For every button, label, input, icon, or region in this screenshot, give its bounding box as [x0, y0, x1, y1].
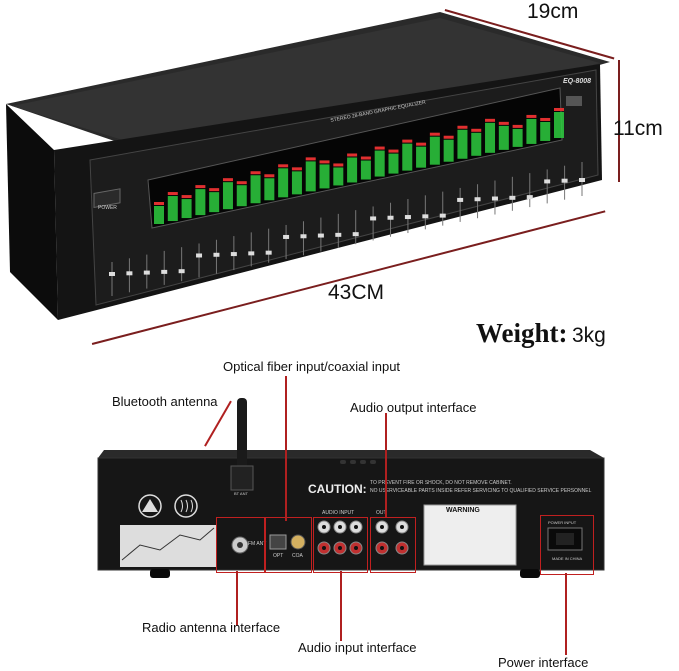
caution-text-2: NO USERVICEABLE PARTS INSIDE REFER SERVI… [370, 488, 592, 494]
coa-label: COA [292, 553, 303, 559]
power-input-label: POWER INPUT [548, 520, 577, 525]
height-dimension: 11cm [613, 117, 663, 140]
callout-bluetooth: Bluetooth antenna [112, 394, 218, 409]
equalizer-rear-illustration [97, 398, 605, 578]
front-power-label: POWER [98, 205, 117, 211]
caution-title: CAUTION: [308, 482, 367, 496]
depth-dimension: 19cm [527, 0, 579, 23]
weight-info: Weight: 3kg [476, 318, 606, 349]
caution-text-1: TO PREVENT FIRE OR SHOCK, DO NOT REMOVE … [370, 480, 512, 486]
made-in-label: MADE IN CHINA [552, 556, 583, 561]
callout-audio-input: Audio input interface [298, 640, 417, 655]
callout-audio-output: Audio output interface [350, 400, 477, 415]
rear-view: CAUTION: TO PREVENT FIRE OR SHOCK, DO NO… [0, 350, 679, 671]
fm-ant-highlight [216, 517, 266, 573]
opt-coa-highlight [264, 517, 312, 573]
bt-ant-label: BT ANT [234, 491, 248, 496]
weight-value: 3kg [571, 324, 606, 347]
front-view: POWER EQ-8008 STEREO 28-BAND GRAPHIC EQU… [6, 0, 663, 349]
audio-output-label: OUT [376, 510, 387, 516]
weight-label: Weight: [476, 318, 568, 348]
equalizer-front-illustration [6, 12, 610, 320]
power-highlight [540, 515, 594, 575]
callout-optical: Optical fiber input/coaxial input [223, 359, 401, 374]
audio-output-highlight [370, 517, 416, 573]
model-label: EQ-8008 [563, 78, 592, 85]
audio-input-label: AUDIO INPUT [322, 510, 355, 516]
fm-ant-label: FM ANT [248, 541, 267, 547]
callout-power: Power interface [498, 655, 589, 670]
width-dimension: 43CM [328, 281, 385, 304]
callout-radio-antenna: Radio antenna interface [142, 620, 281, 635]
warning-label: WARNING [446, 507, 480, 514]
audio-input-highlight [313, 517, 368, 573]
opt-label: OPT [273, 553, 284, 559]
